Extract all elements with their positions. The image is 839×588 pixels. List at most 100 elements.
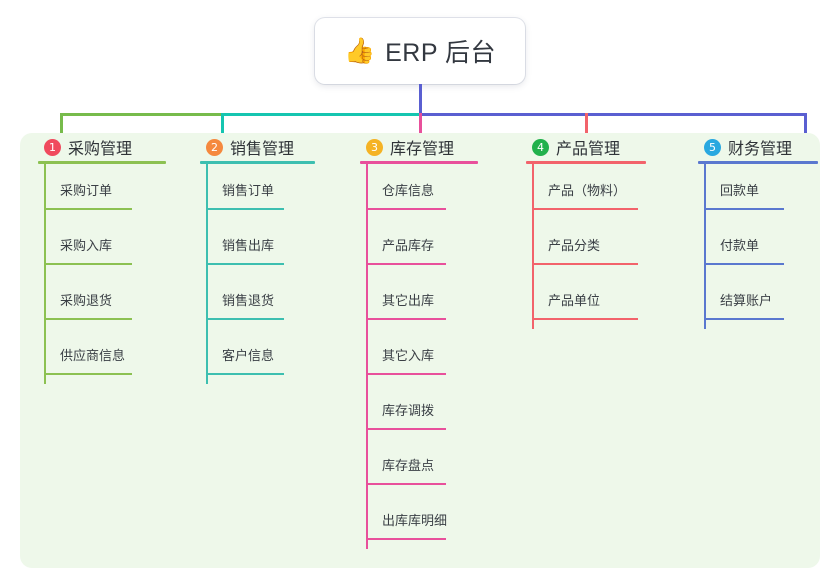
branch-leaf-rule [366, 538, 446, 540]
branch-leaf-rule [366, 428, 446, 430]
branch-leaf-label: 销售出库 [222, 238, 275, 253]
branch-leaf-rule [704, 208, 784, 210]
branch-leaf-rule [704, 263, 784, 265]
branch-leaf[interactable]: 销售出库 [200, 219, 315, 274]
branch-header-rule [698, 161, 818, 164]
branch-header-rule [38, 161, 166, 164]
branch-leaf-label: 产品库存 [382, 238, 435, 253]
branch-column-4: 4 产品管理产品（物料） 产品分类产品单位 [526, 133, 646, 329]
root-node-card[interactable]: 👍 ERP 后台 [315, 18, 525, 84]
branch-leaf-label: 供应商信息 [60, 348, 126, 363]
branch-column-5: 5 财务管理回款单付款单结算账户 [698, 133, 818, 329]
branch-title: 产品管理 [556, 141, 621, 158]
branch-leaf-rule [44, 318, 132, 320]
branch-title: 采购管理 [68, 141, 133, 158]
branch-leaf-rule [532, 263, 638, 265]
branch-number-badge: 1 [44, 138, 61, 156]
branch-leaf[interactable]: 产品单位 [526, 274, 646, 329]
branch-leaf-rule [366, 318, 446, 320]
branch-header-4[interactable]: 4 产品管理 [526, 133, 646, 161]
branch-leaf[interactable]: 采购入库 [38, 219, 166, 274]
branch-leaf-rule [366, 208, 446, 210]
bus-connector-blue [419, 113, 807, 116]
branch-number-badge: 5 [704, 138, 721, 156]
branch-leaf-label: 产品分类 [548, 238, 601, 253]
branch-items: 销售订单销售出库销售退货客户信息 [200, 164, 315, 384]
branch-leaf-rule [206, 373, 284, 375]
branch-column-1: 1 采购管理采购订单采购入库采购退货供应商信息 [38, 133, 166, 384]
branch-spine [206, 164, 208, 384]
branch-leaf[interactable]: 采购退货 [38, 274, 166, 329]
root-node-title: ERP 后台 [385, 39, 497, 67]
thumbs-up-icon: 👍 [343, 36, 376, 65]
branch-title: 销售管理 [230, 141, 295, 158]
branch-leaf-rule [366, 373, 446, 375]
root-stem-connector [419, 84, 422, 140]
bus-connector-green [60, 113, 223, 116]
branch-items: 产品（物料） 产品分类产品单位 [526, 164, 646, 329]
branch-leaf-label: 产品单位 [548, 293, 601, 308]
branch-leaf-label: 出库库明细 [382, 513, 448, 528]
branch-spine [44, 164, 46, 384]
bus-connector-teal [221, 113, 421, 116]
branch-leaf[interactable]: 采购订单 [38, 164, 166, 219]
branch-leaf-label: 回款单 [720, 183, 760, 198]
branch-leaf[interactable]: 销售退货 [200, 274, 315, 329]
branch-leaf-label: 库存盘点 [382, 458, 435, 473]
drop-connector-5 [804, 113, 807, 143]
branch-leaf[interactable]: 出库库明细 [360, 494, 478, 549]
branch-leaf-label: 客户信息 [222, 348, 275, 363]
branch-leaf-rule [44, 373, 132, 375]
branch-leaf-rule [206, 208, 284, 210]
drop-connector-1 [60, 113, 63, 143]
branch-leaf[interactable]: 产品（物料） [526, 164, 646, 219]
branch-leaf-label: 其它入库 [382, 348, 435, 363]
branch-leaf-label: 采购订单 [60, 183, 113, 198]
branch-leaf[interactable]: 库存调拨 [360, 384, 478, 439]
branch-leaf-rule [206, 318, 284, 320]
branch-spine [366, 164, 368, 549]
branch-number-badge: 2 [206, 138, 223, 156]
branch-leaf-label: 销售订单 [222, 183, 275, 198]
branch-leaf[interactable]: 仓库信息 [360, 164, 478, 219]
branch-header-rule [360, 161, 478, 164]
branch-leaf-rule [704, 318, 784, 320]
branch-leaf-rule [206, 263, 284, 265]
branch-leaf[interactable]: 供应商信息 [38, 329, 166, 384]
branch-leaf[interactable]: 产品库存 [360, 219, 478, 274]
branch-leaf[interactable]: 库存盘点 [360, 439, 478, 494]
branch-leaf-label: 采购退货 [60, 293, 113, 308]
drop-connector-3 [419, 113, 422, 143]
branch-leaf[interactable]: 产品分类 [526, 219, 646, 274]
branch-leaf-label: 产品（物料） [548, 183, 627, 198]
branch-leaf-label: 仓库信息 [382, 183, 435, 198]
branch-leaf-label: 其它出库 [382, 293, 435, 308]
branch-leaf-label: 付款单 [720, 238, 760, 253]
branch-leaf[interactable]: 销售订单 [200, 164, 315, 219]
branch-items: 仓库信息产品库存其它出库其它入库库存调拨库存盘点出库库明细 [360, 164, 478, 549]
branch-header-2[interactable]: 2 销售管理 [200, 133, 315, 161]
branch-leaf-rule [44, 263, 132, 265]
branch-leaf[interactable]: 回款单 [698, 164, 818, 219]
branch-header-rule [200, 161, 315, 164]
drop-connector-2 [221, 113, 224, 143]
branch-number-badge: 4 [532, 138, 549, 156]
branch-number-badge: 3 [366, 138, 383, 156]
branch-title: 财务管理 [728, 141, 793, 158]
branch-leaf-rule [366, 483, 446, 485]
branch-leaf-rule [44, 208, 132, 210]
branch-leaf[interactable]: 结算账户 [698, 274, 818, 329]
branch-header-1[interactable]: 1 采购管理 [38, 133, 166, 161]
branch-leaf[interactable]: 客户信息 [200, 329, 315, 384]
drop-connector-4 [585, 113, 588, 143]
branch-column-2: 2 销售管理销售订单销售出库销售退货客户信息 [200, 133, 315, 384]
branch-leaf[interactable]: 其它出库 [360, 274, 478, 329]
branch-leaf[interactable]: 付款单 [698, 219, 818, 274]
branch-leaf[interactable]: 其它入库 [360, 329, 478, 384]
branch-leaf-rule [532, 208, 638, 210]
branch-header-5[interactable]: 5 财务管理 [698, 133, 818, 161]
branch-leaf-label: 销售退货 [222, 293, 275, 308]
branch-leaf-label: 采购入库 [60, 238, 113, 253]
